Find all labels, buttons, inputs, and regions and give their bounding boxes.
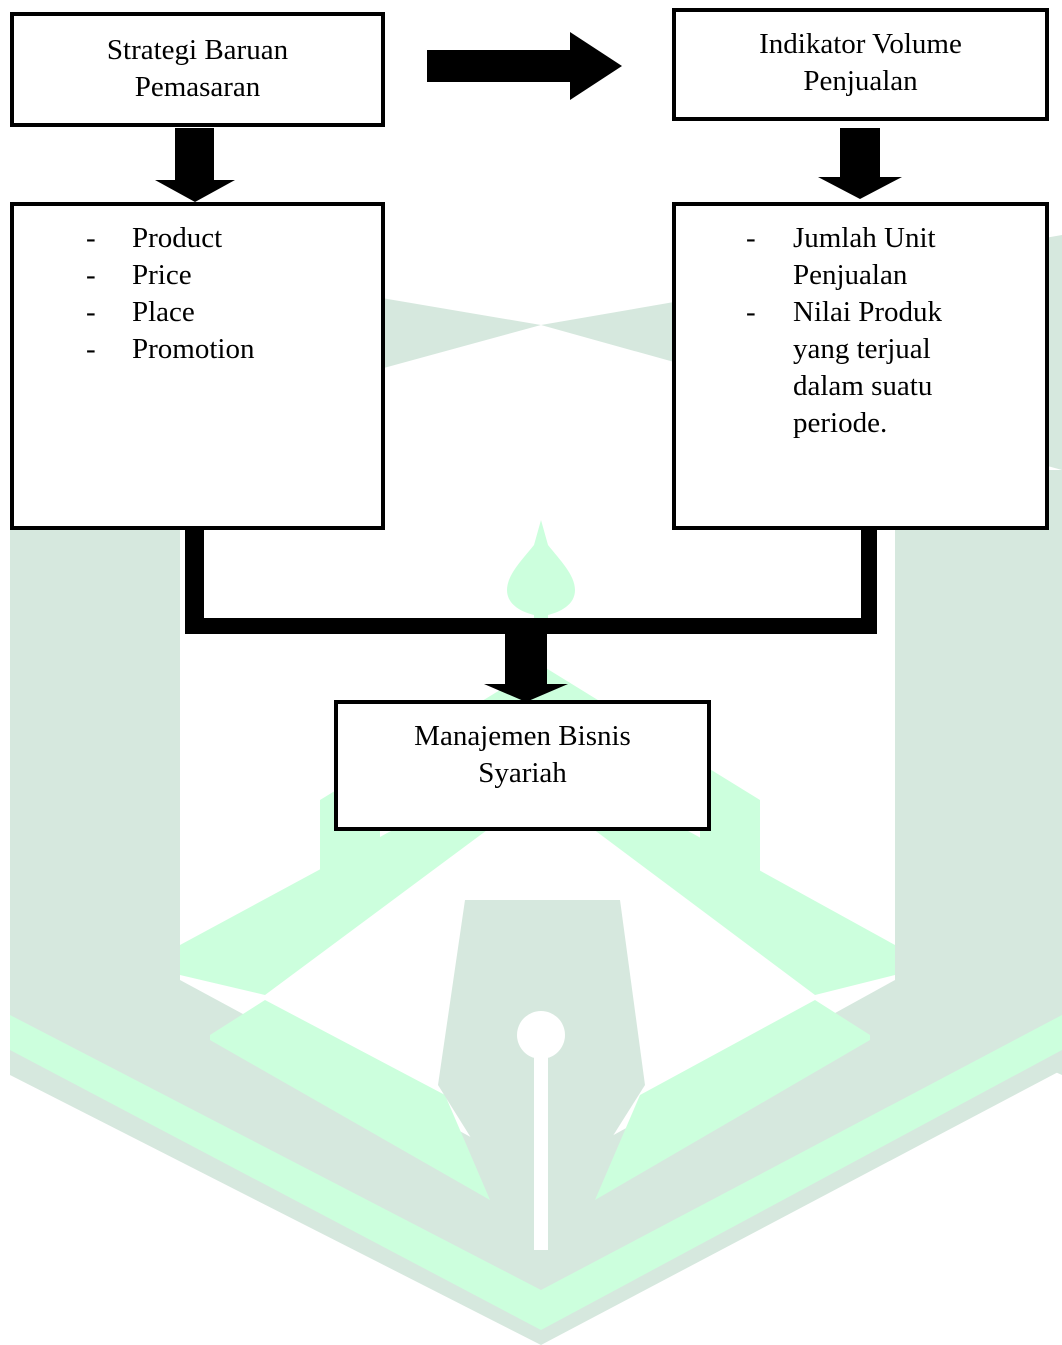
watermark-lower-chevron-right — [595, 1000, 870, 1200]
watermark-left-column — [10, 470, 180, 1075]
marketing-mix-box: - Product - Price - Place - Promotion — [10, 202, 385, 530]
result-title-line1: Manajemen Bisnis — [414, 720, 631, 752]
connector-horizontal — [185, 618, 877, 634]
list-dash: - — [86, 333, 96, 365]
strategy-box: Strategi Baruan Pemasaran — [10, 12, 385, 127]
watermark-nib-slit — [534, 1045, 548, 1250]
list-dash: - — [746, 222, 756, 254]
list-item: - Price — [14, 257, 381, 294]
arrow-right-strategy-to-indicator — [427, 32, 622, 100]
list-item-label: Price — [132, 259, 192, 291]
arrow-down-strategy-to-mix — [155, 128, 235, 202]
list-dash: - — [86, 222, 96, 254]
list-item-label: Product — [132, 222, 223, 254]
list-dash: - — [86, 259, 96, 291]
list-item-label: Nilai Produk yang terjual dalam suatu pe… — [793, 296, 943, 439]
indicator-title: Indikator Volume Penjualan — [676, 12, 1045, 100]
indicator-title-line2: Penjualan — [803, 65, 918, 97]
watermark-lower-chevron-left — [210, 1000, 490, 1200]
watermark-dome — [507, 520, 575, 620]
volume-indicators-box: - Jumlah Unit Penjualan - Nilai Produk y… — [672, 202, 1049, 530]
strategy-title: Strategi Baruan Pemasaran — [14, 16, 381, 106]
list-item: - Jumlah Unit Penjualan — [676, 220, 1045, 294]
list-item-label: Promotion — [132, 333, 255, 365]
marketing-mix-list: - Product - Price - Place - Promotion — [14, 220, 381, 368]
list-item: - Place — [14, 294, 381, 331]
indicator-box: Indikator Volume Penjualan — [672, 8, 1049, 121]
list-item: - Nilai Produk yang terjual dalam suatu … — [676, 294, 1045, 442]
list-item-label: Place — [132, 296, 195, 328]
list-item-label: Jumlah Unit Penjualan — [793, 222, 936, 291]
arrow-down-to-result — [484, 634, 568, 702]
arrow-down-indicator-to-volume — [818, 128, 902, 199]
watermark-nib-hole — [517, 1011, 565, 1059]
volume-indicators-list: - Jumlah Unit Penjualan - Nilai Produk y… — [676, 220, 1045, 442]
result-title-line2: Syariah — [478, 757, 567, 789]
list-item: - Promotion — [14, 331, 381, 368]
connector-right-vertical — [861, 528, 877, 626]
strategy-title-line2: Pemasaran — [134, 71, 261, 103]
result-title: Manajemen Bisnis Syariah — [338, 704, 707, 792]
watermark-right-column — [895, 470, 1062, 1075]
list-dash: - — [86, 296, 96, 328]
strategy-title-line1: Strategi Baruan — [106, 34, 289, 66]
result-box: Manajemen Bisnis Syariah — [334, 700, 711, 831]
connector-left-vertical — [185, 528, 204, 626]
indicator-title-line1: Indikator Volume — [759, 28, 962, 60]
list-item: - Product — [14, 220, 381, 257]
list-dash: - — [746, 296, 756, 328]
